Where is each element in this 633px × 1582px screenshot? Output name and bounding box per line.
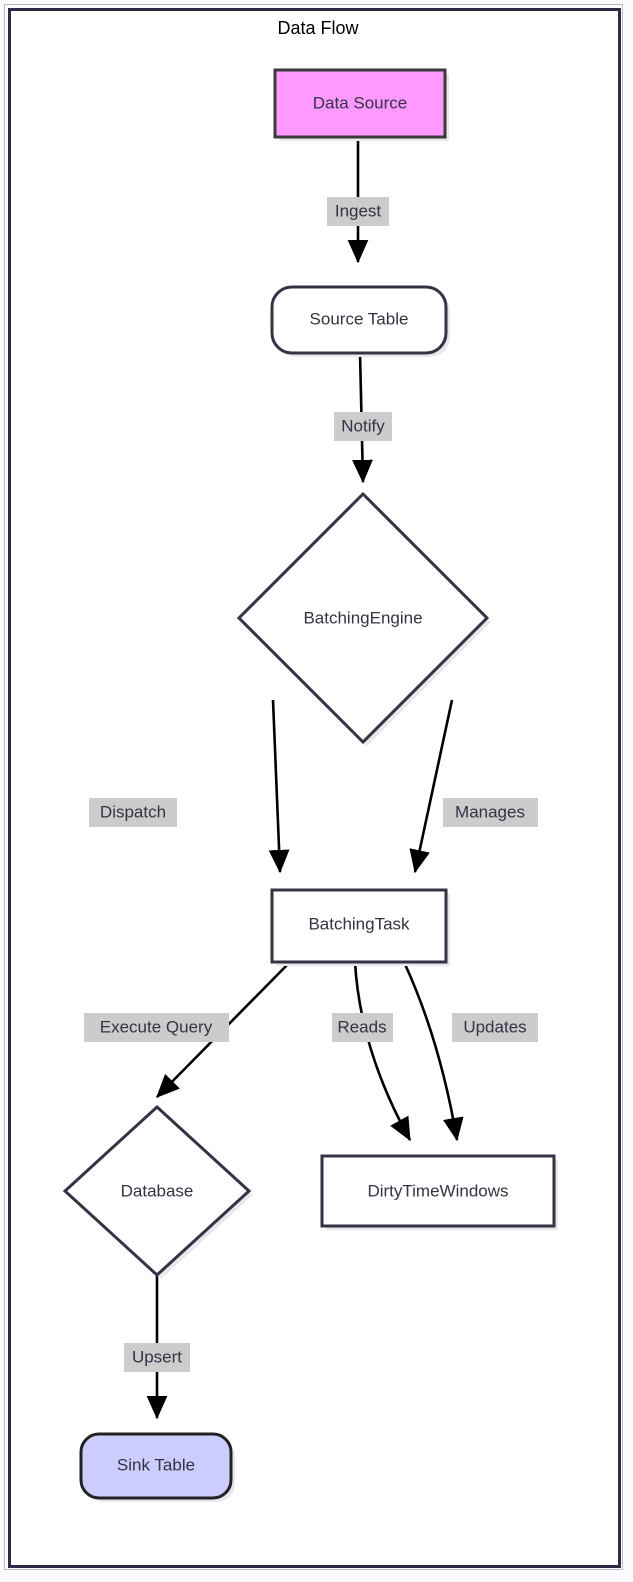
diagram-inner-frame (8, 8, 621, 1568)
node-dirty-time-windows-label: DirtyTimeWindows (367, 1181, 508, 1200)
edge-dispatch-line (268, 699, 290, 874)
nodes-layer: Data Source Source Table BatchingEngine … (62, 68, 558, 1502)
edge-label-reads: Reads (332, 1013, 393, 1042)
edge-label-dispatch-text: Dispatch (100, 802, 166, 821)
edge-label-reads-text: Reads (337, 1017, 386, 1036)
edge-reads-line (353, 961, 412, 1142)
edge-manages-line (409, 699, 454, 874)
node-sink-table-shape (79, 1432, 233, 1500)
node-batching-task-shape (270, 888, 448, 964)
node-dirty-time-windows[interactable]: DirtyTimeWindows (320, 1154, 558, 1230)
node-batching-engine-label: BatchingEngine (303, 608, 422, 627)
edge-label-execute-query: Execute Query (84, 1013, 229, 1042)
edge-label-execute-query-text: Execute Query (100, 1017, 213, 1036)
node-database-shape (62, 1104, 252, 1278)
node-data-source-shape (273, 68, 447, 139)
edge-label-manages-text: Manages (455, 802, 525, 821)
node-database[interactable]: Database (62, 1104, 253, 1279)
edge-label-ingest: Ingest (327, 197, 389, 226)
node-database-label: Database (121, 1181, 194, 1200)
node-batching-task-label: BatchingTask (308, 914, 410, 933)
edge-label-manages: Manages (443, 798, 538, 827)
node-source-table-label: Source Table (310, 309, 409, 328)
node-source-table-shape (270, 285, 448, 355)
edge-label-notify: Notify (334, 412, 392, 441)
edge-label-updates: Updates (452, 1013, 538, 1042)
edge-labels-layer: Ingest Notify Dispatch Manages Execute Q… (84, 197, 538, 1372)
edge-label-dispatch: Dispatch (89, 798, 177, 827)
node-dirty-time-windows-shape (320, 1154, 556, 1228)
edge-updates-line (402, 961, 464, 1142)
node-batching-engine[interactable]: BatchingEngine (236, 491, 491, 746)
node-data-source[interactable]: Data Source (273, 68, 449, 141)
edge-label-ingest-text: Ingest (335, 201, 382, 220)
node-batching-task[interactable]: BatchingTask (270, 888, 450, 966)
diagram-title: Data Flow (277, 18, 359, 38)
edge-label-updates-text: Updates (463, 1017, 526, 1036)
node-batching-engine-shape (236, 491, 490, 745)
node-data-source-label: Data Source (313, 93, 408, 112)
edge-label-notify-text: Notify (341, 416, 385, 435)
node-source-table[interactable]: Source Table (270, 285, 450, 357)
edge-label-upsert: Upsert (124, 1343, 190, 1372)
edge-label-upsert-text: Upsert (132, 1347, 182, 1366)
node-sink-table-label: Sink Table (117, 1455, 195, 1474)
node-sink-table[interactable]: Sink Table (79, 1432, 235, 1502)
